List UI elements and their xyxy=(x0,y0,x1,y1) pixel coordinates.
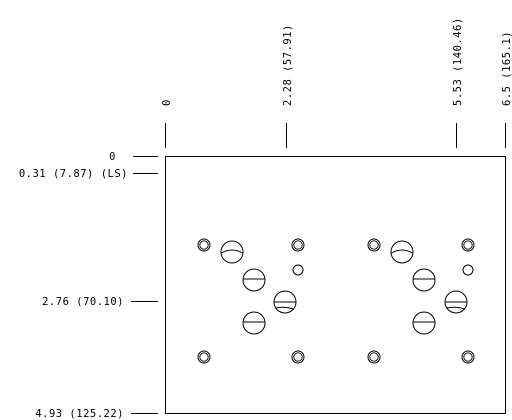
port-p-marker xyxy=(391,249,413,254)
bolt-hole-inner xyxy=(369,352,379,362)
v-dim-4-93: 4.93 (125.22) xyxy=(35,408,124,420)
port-a xyxy=(242,268,266,292)
h-dim-6-5: 6.5 (165.1) xyxy=(501,31,512,106)
port-t-marker xyxy=(274,301,296,310)
port-p xyxy=(220,240,244,264)
bolt-hole-inner xyxy=(199,352,209,362)
bolt-hole-inner xyxy=(293,240,303,250)
left-pattern xyxy=(197,238,305,364)
bolt-hole-inner xyxy=(199,240,209,250)
v-dim-0-31: 0.31 (7.87) (LS) xyxy=(19,168,128,180)
v-dim-2-76: 2.76 (70.10) xyxy=(42,296,124,308)
plate-outline xyxy=(165,156,506,414)
port-p xyxy=(390,240,414,264)
v-dim-0: 0 xyxy=(109,151,116,163)
bolt-hole-inner xyxy=(293,352,303,362)
port-a xyxy=(412,268,436,292)
bolt-hole-inner xyxy=(369,240,379,250)
port-b xyxy=(242,311,266,335)
h-dim-5-53: 5.53 (140.46) xyxy=(452,17,464,106)
h-dim-0: 0 xyxy=(161,99,173,106)
port-p-marker xyxy=(221,249,243,254)
h-dim-2-28: 2.28 (57.91) xyxy=(282,24,294,106)
port-t-marker xyxy=(445,301,467,310)
vertical-dimensions: 0 0.31 (7.87) (LS) 2.76 (70.10) 4.93 (12… xyxy=(19,151,158,420)
bolt-hole-inner xyxy=(463,352,473,362)
pin-hole xyxy=(462,264,474,276)
port-b xyxy=(412,311,436,335)
right-pattern xyxy=(367,238,475,364)
bolt-hole-inner xyxy=(463,240,473,250)
horizontal-dimensions: 0 2.28 (57.91) 5.53 (140.46) 6.5 (165.1) xyxy=(161,17,512,148)
pin-hole xyxy=(292,264,304,276)
